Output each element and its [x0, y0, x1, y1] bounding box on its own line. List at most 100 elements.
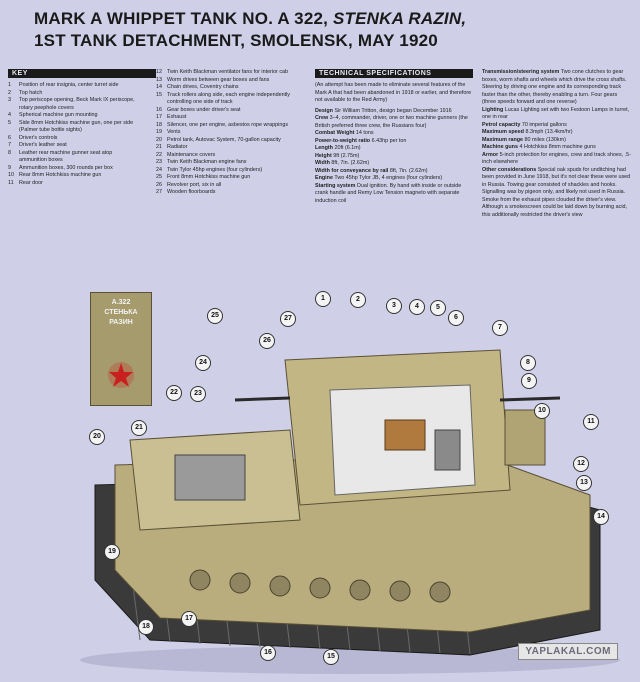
spec-value: Sir William Tritton, design began Decemb…: [332, 107, 452, 114]
callout-number: 17: [181, 611, 197, 627]
callout-number: 8: [520, 355, 536, 371]
key-list-right: 12 Twin Keith Blackman ventilator fans fo…: [156, 69, 306, 197]
callout-number: 18: [138, 619, 154, 635]
key-header: KEY: [8, 69, 156, 78]
watermark: YAPLAKAL.COM: [518, 643, 618, 660]
key-item-number: 8: [8, 149, 11, 156]
spec-key: Maximum speed: [482, 129, 524, 135]
spec-row: Other considerations Special oak spuds f…: [482, 167, 632, 220]
key-item-text: Exhaust: [167, 114, 187, 120]
key-item-number: 5: [8, 119, 11, 126]
key-item-number: 26: [156, 181, 162, 188]
spec-key: Combat Weight: [315, 130, 355, 136]
spec-row: Length 20ft (6.1m): [315, 145, 473, 153]
key-item-number: 20: [156, 136, 162, 143]
key-item: 25 Front 8mm Hotchkiss machine gun: [156, 174, 306, 182]
key-item-text: Driver's controls: [19, 134, 58, 141]
spec-value: 3–4, commander, driver, one or two machi…: [315, 115, 468, 129]
spec-key: Engine: [315, 175, 333, 181]
callout-number: 2: [350, 292, 366, 308]
key-item-text: Petrol tank, Autovac System, 70-gallon c…: [167, 136, 281, 143]
callout-number: 27: [280, 311, 296, 327]
callout-number: 12: [573, 456, 589, 472]
specs-left: (An attempt has been made to eliminate s…: [315, 82, 473, 205]
key-item: controlling one side of track: [156, 99, 306, 107]
spec-key: Maximum range: [482, 136, 524, 143]
key-item-number: 25: [156, 174, 162, 180]
key-item: rotary peephole covers: [8, 105, 154, 113]
key-item: ammunition boxes: [8, 157, 154, 165]
spec-key: Crew: [315, 115, 329, 121]
spec-value: 80 miles (130km): [523, 136, 566, 143]
specs-header: TECHNICAL SPECIFICATIONS: [315, 69, 473, 78]
spec-value: 8ft, 7in. (2.62m): [329, 160, 370, 166]
key-item-text: Twin Tylor 45hp engines (four cylinders): [167, 166, 263, 173]
callout-number: 20: [89, 429, 105, 445]
key-item-number: 1: [8, 82, 11, 88]
plate-name-1: СТЕНЬКА: [104, 309, 138, 316]
spec-key: Lighting: [482, 106, 504, 113]
key-item-text: controlling one side of track: [167, 99, 233, 105]
key-item-text: Position of rear insignia, center turret…: [19, 82, 119, 88]
spec-row: Lighting Lucas Lighting set with two Fes…: [482, 107, 632, 122]
key-item-number: 27: [156, 189, 162, 195]
key-item-text: Front 8mm Hotchkiss machine gun: [167, 174, 251, 180]
key-item-text: rotary peephole covers: [19, 104, 74, 111]
key-item-text: Radiator: [167, 144, 188, 150]
callout-number: 19: [104, 544, 120, 560]
spec-key: Petrol capacity: [482, 121, 521, 128]
specs-right: Transmission/steering system Two cone cl…: [482, 69, 632, 219]
key-item-number: 12: [156, 69, 162, 75]
spec-row: Crew 3–4, commander, driver, one or two …: [315, 115, 473, 130]
spec-row: Width 8ft, 7in. (2.62m): [315, 160, 473, 168]
callout-number: 5: [430, 300, 446, 316]
specs-intro: (An attempt has been made to eliminate s…: [315, 82, 472, 103]
key-item-number: 9: [8, 164, 11, 171]
key-item-number: 15: [156, 91, 162, 98]
spec-key: Width: [315, 160, 330, 166]
callout-number: 15: [323, 649, 339, 665]
callout-number: 1: [315, 291, 331, 307]
key-item-number: 10: [8, 172, 14, 178]
key-item-text: (Palmer tube bottle sights): [19, 127, 82, 133]
key-item: 20 Petrol tank, Autovac System, 70-gallon…: [156, 137, 306, 145]
spec-row: Width for conveyance by rail 8ft, 7in. (…: [315, 168, 473, 176]
key-item-number: 21: [156, 144, 162, 150]
key-item-text: Twin Keith Blackman ventilator fans for …: [167, 69, 289, 75]
spec-row: Power-to-weight ratio 6.43hp per ton: [315, 138, 473, 146]
key-item-text: Vents: [167, 129, 181, 135]
key-item-text: Ammunition boxes, 300 rounds per box: [19, 164, 113, 171]
spec-value: 14 tons: [354, 130, 374, 136]
title-line2: 1ST TANK DETACHMENT, SMOLENSK, MAY 1920: [34, 31, 438, 50]
spec-value: Lucas Lighting set with two Festoon Lamp…: [482, 106, 630, 121]
key-item-text: Track rollers along side, each engine in…: [167, 91, 290, 98]
spec-key: Machine guns: [482, 144, 518, 150]
key-item-number: 13: [156, 76, 162, 83]
spec-value: 20ft (6.1m): [332, 145, 361, 151]
key-item-text: Side 8mm Hotchkiss machine gun, one per …: [19, 119, 134, 126]
insignia-plate: A.322 СТЕНЬКА РАЗИН: [90, 292, 152, 406]
key-item: 12 Twin Keith Blackman ventilator fans fo…: [156, 69, 306, 77]
spec-row: Combat Weight 14 tons: [315, 130, 473, 138]
callout-number: 25: [207, 308, 223, 324]
title-line1-b: STENKA RAZIN,: [333, 9, 467, 28]
spec-row: Engine Two 45hp Tylor JB, 4 engines (fou…: [315, 175, 473, 183]
key-item-text: Gear boxes under driver's seat: [167, 106, 241, 113]
spec-key: Width for conveyance by rail: [315, 167, 389, 174]
key-item: 10 Rear 8mm Hotchkiss machine gun: [8, 172, 154, 180]
spec-value: 4 Hotchkiss 8mm machine guns: [517, 144, 596, 150]
spec-row: Design Sir William Tritton, design began…: [315, 108, 473, 116]
key-item-text: Rear 8mm Hotchkiss machine gun: [19, 172, 102, 178]
red-star-icon: [108, 362, 134, 388]
